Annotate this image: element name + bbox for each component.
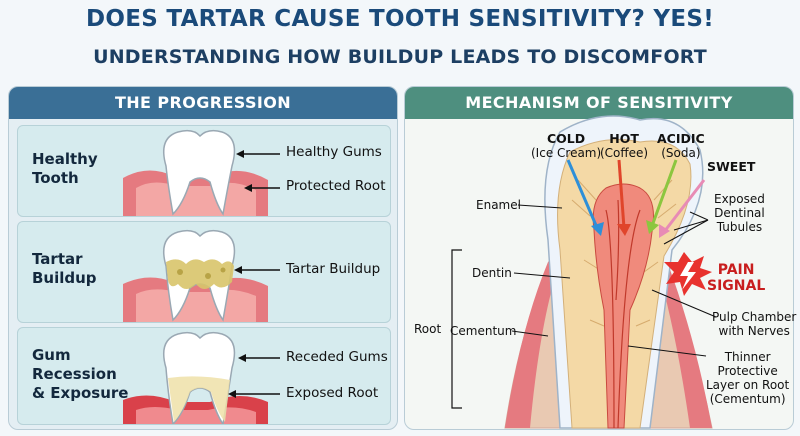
stimulus-hot: HOT(Coffee) (600, 131, 649, 161)
row-healthy-tooth: Healthy Tooth Healthy Gums Protected Roo… (17, 125, 391, 217)
tartar-buildup-label: Tartar Buildup (286, 261, 381, 277)
cold-arrow-icon (591, 222, 604, 236)
root-label: Root (414, 322, 442, 336)
arrow-icon (228, 390, 236, 398)
exposed-root-label: Exposed Root (286, 385, 379, 401)
row-title: Healthy Tooth (32, 150, 98, 187)
recession-tooth-illustration (123, 331, 280, 424)
healthy-tooth-illustration (123, 129, 280, 216)
row-title: Gum Recession & Exposure (32, 346, 129, 402)
dentinal-tubules (571, 179, 677, 327)
row-tartar-buildup: Tartar Buildup Tartar Buildup (17, 221, 391, 323)
sweet-arrow-icon (659, 224, 670, 238)
dentin-label: Dentin (472, 266, 512, 280)
tooth-shape (163, 129, 236, 216)
stimulus-sweet: SWEET (707, 159, 756, 174)
main-title: DOES TARTAR CAUSE TOOTH SENSITIVITY? YES… (85, 6, 715, 32)
stimulus-cold: COLD(Ice Cream) (531, 131, 602, 161)
arrow-icon (236, 150, 244, 158)
enamel-label: Enamel (476, 198, 521, 212)
healthy-gums-label: Healthy Gums (286, 144, 382, 160)
arrow-icon (244, 184, 252, 192)
row-gum-recession: Gum Recession & Exposure Receded Gums Ex… (17, 327, 391, 425)
protected-root-label: Protected Root (286, 178, 386, 194)
exposed-root (168, 376, 230, 422)
row-title: Tartar Buildup (32, 250, 97, 287)
subtitle: UNDERSTANDING HOW BUILDUP LEADS TO DISCO… (93, 46, 707, 68)
tartar-tooth-illustration (123, 229, 280, 322)
progression-header: THE PROGRESSION (9, 87, 397, 119)
arrow-icon (238, 354, 246, 362)
root-bracket (451, 249, 462, 409)
acidic-arrow-icon (646, 220, 659, 234)
progression-panel: THE PROGRESSION Healthy Tooth Healthy Gu… (8, 86, 398, 430)
cementum-label: Cementum (450, 324, 517, 338)
tartar-deposit (166, 259, 234, 289)
lightning-icon (680, 262, 696, 290)
nerves (605, 199, 641, 429)
arrow-icon (234, 266, 242, 274)
mechanism-header: MECHANISM OF SENSITIVITY (405, 87, 793, 119)
hot-arrow-icon (617, 224, 631, 236)
stimulus-acidic: ACIDIC(Soda) (657, 131, 705, 161)
receded-gums-label: Receded Gums (286, 349, 388, 365)
